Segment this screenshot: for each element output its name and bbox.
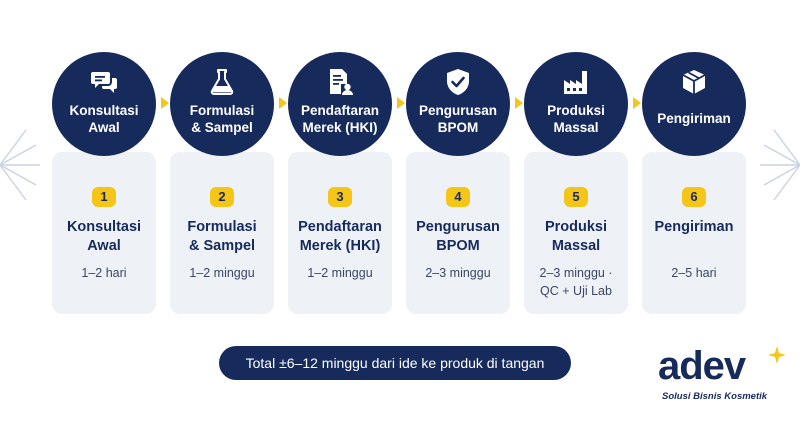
step-number-badge: 4	[446, 187, 470, 207]
step-circle: Pendaftaran Merek (HKI)	[288, 52, 392, 156]
step-5: Produksi Massal 5 Produksi Massal 2–3 mi…	[524, 52, 628, 314]
factory-icon	[564, 71, 587, 94]
decorative-burst-left	[0, 129, 40, 201]
decorative-burst-right	[760, 129, 800, 201]
step-duration: 1–2 minggu	[307, 266, 373, 280]
step-number-badge: 2	[210, 187, 234, 207]
step-duration: 2–3 minggu	[425, 266, 491, 280]
step-title: Pendaftaran Merek (HKI)	[298, 219, 382, 254]
step-circle: Formulasi & Sampel	[170, 52, 274, 156]
step-circle-title: Pengiriman	[657, 111, 731, 126]
arrow-right-icon	[397, 97, 405, 109]
step-card	[170, 152, 274, 314]
step-duration: 1–2 minggu	[189, 266, 255, 280]
step-title: Konsultasi Awal	[66, 219, 142, 254]
step-3: Pendaftaran Merek (HKI) 3 Pendaftaran Me…	[288, 52, 392, 314]
step-title: Pengiriman	[654, 219, 734, 235]
arrow-right-icon	[633, 97, 641, 109]
arrow-right-icon	[515, 97, 523, 109]
step-circle-title: Pengurusan BPOM	[418, 103, 497, 135]
process-timeline: Konsultasi Awal 1 Konsultasi Awal 1–2 ha…	[52, 52, 752, 314]
brand-name: adev	[658, 344, 746, 388]
step-circle: Produksi Massal	[524, 52, 628, 156]
arrow-right-icon	[279, 97, 287, 109]
step-1: Konsultasi Awal 1 Konsultasi Awal 1–2 ha…	[52, 52, 156, 314]
step-6: Pengiriman 6 Pengiriman 2–5 hari	[642, 52, 746, 314]
sparkle-plus-icon	[768, 346, 786, 364]
document-person-icon	[330, 69, 353, 95]
step-number-badge: 6	[682, 187, 706, 207]
shield-check-icon	[447, 69, 469, 95]
total-duration-summary: Total ±6–12 minggu dari ide ke produk di…	[219, 346, 571, 380]
step-number-badge: 1	[92, 187, 116, 207]
brand-tagline: Solusi Bisnis Kosmetik	[662, 391, 768, 402]
box-icon	[682, 70, 706, 94]
step-card	[288, 152, 392, 314]
step-title: Produksi Massal	[544, 219, 608, 254]
step-circle: Pengurusan BPOM	[406, 52, 510, 156]
step-4: Pengurusan BPOM 4 Pengurusan BPOM 2–3 mi…	[406, 52, 510, 314]
step-circle-title: Formulasi & Sampel	[189, 103, 255, 135]
step-circle: Pengiriman	[642, 52, 746, 156]
step-circle-title: Produksi Massal	[547, 103, 605, 135]
chat-bubbles-icon	[91, 72, 117, 93]
step-title: Formulasi & Sampel	[187, 219, 257, 254]
step-card	[642, 152, 746, 314]
step-duration: 1–2 hari	[81, 266, 127, 280]
step-title: Pengurusan BPOM	[416, 219, 500, 254]
arrow-right-icon	[161, 97, 169, 109]
step-card	[524, 152, 628, 314]
flask-icon	[210, 69, 234, 95]
step-2: Formulasi & Sampel 2 Formulasi & Sampel …	[170, 52, 274, 314]
step-circle-title: Konsultasi Awal	[69, 103, 139, 135]
step-duration: 2–3 minggu · QC + Uji Lab	[539, 266, 613, 298]
step-circle: Konsultasi Awal	[52, 52, 156, 156]
step-circle-title: Pendaftaran Merek (HKI)	[300, 103, 380, 135]
step-card	[406, 152, 510, 314]
step-number-badge: 5	[564, 187, 588, 207]
step-card	[52, 152, 156, 314]
step-number-badge: 3	[328, 187, 352, 207]
step-duration: 2–5 hari	[671, 266, 717, 280]
brand-logo: adev Solusi Bisnis Kosmetik	[656, 344, 790, 410]
